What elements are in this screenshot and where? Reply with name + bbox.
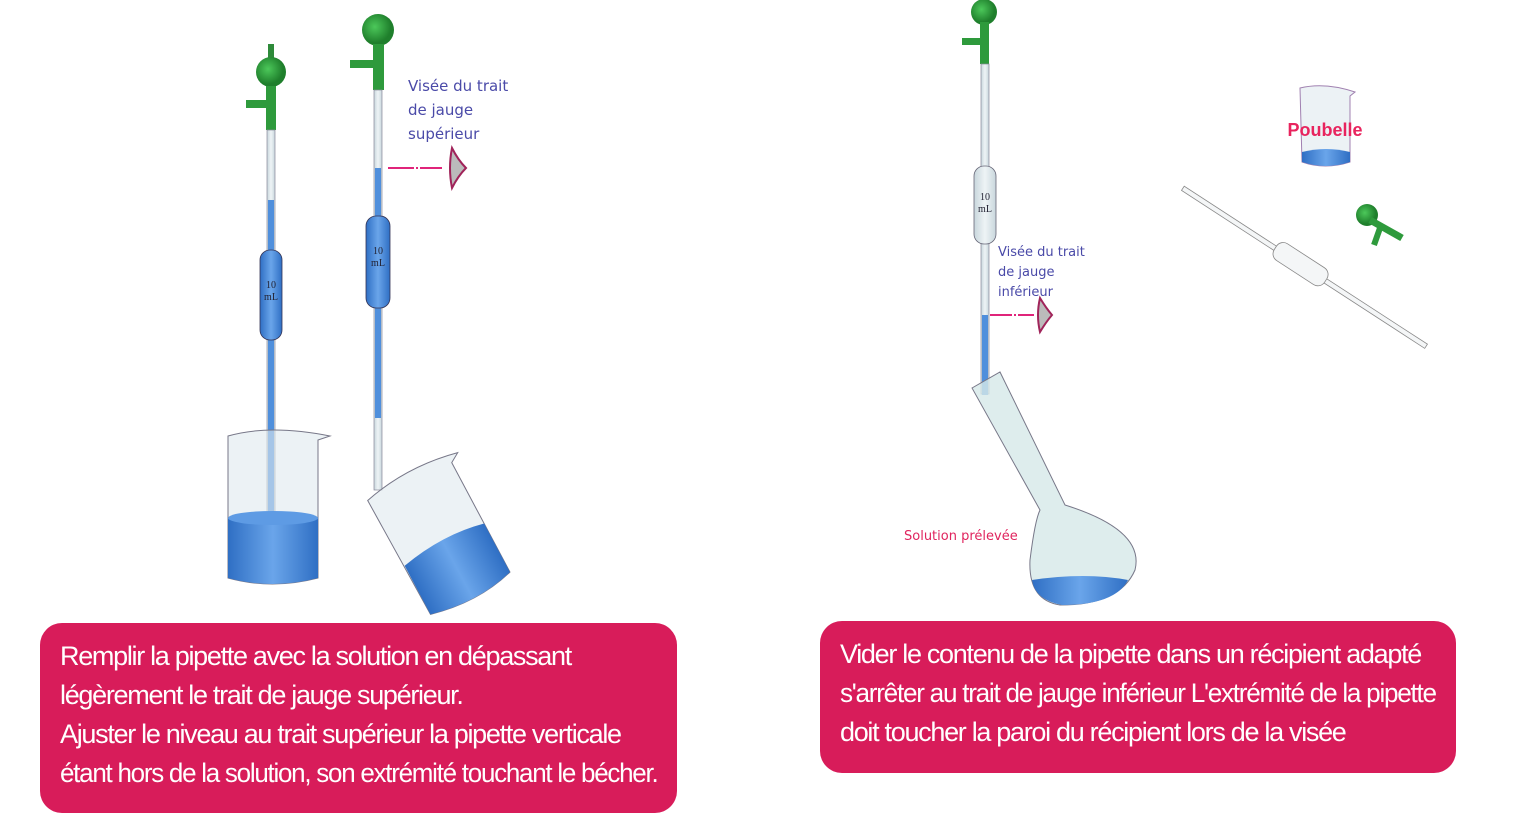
caption-line: s'arrêter au trait de jauge inférieur L'… xyxy=(840,678,1437,708)
pipette-3 xyxy=(973,63,997,395)
flask-label: Solution prélevée xyxy=(904,529,1018,544)
pipette-volume-label-2: 10 mL xyxy=(371,246,385,269)
eye-icon-2 xyxy=(990,295,1054,335)
pipette-volume-label-3: 10 mL xyxy=(978,192,992,215)
pipette-2 xyxy=(365,89,391,491)
caption-line: Vider le contenu de la pipette dans un r… xyxy=(840,639,1422,669)
waste-label: Poubelle xyxy=(1287,120,1362,140)
pipette-bulb-loose xyxy=(1356,204,1404,246)
beaker-2-tilted xyxy=(367,451,511,615)
beaker-1 xyxy=(227,429,332,585)
caption-line: Remplir la pipette avec la solution en d… xyxy=(60,641,572,671)
volumetric-flask xyxy=(971,371,1137,606)
sight-label-lower: Visée du trait de jauge inférieur xyxy=(998,245,1085,300)
waste-beaker: Poubelle xyxy=(1287,85,1363,167)
sight-label-upper: Visée du trait de jauge supérieur xyxy=(408,77,509,143)
pipette-bulb-1 xyxy=(246,44,286,130)
caption-step1: Remplir la pipette avec la solution en d… xyxy=(40,623,677,813)
caption-line: doit toucher la paroi du récipient lors … xyxy=(840,717,1347,747)
pipette-bulb-2 xyxy=(350,14,394,90)
caption-line: légèrement le trait de jauge supérieur. xyxy=(60,680,464,710)
eye-icon-1 xyxy=(388,144,468,192)
caption-step2: Vider le contenu de la pipette dans un r… xyxy=(820,621,1456,773)
pipette-bulb-3 xyxy=(962,0,997,64)
empty-pipette xyxy=(1180,185,1428,349)
pipette-volume-label-1: 10 mL xyxy=(264,280,278,303)
caption-line: étant hors de la solution, son extrémité… xyxy=(60,758,659,788)
caption-line: Ajuster le niveau au trait supérieur la … xyxy=(60,719,622,749)
